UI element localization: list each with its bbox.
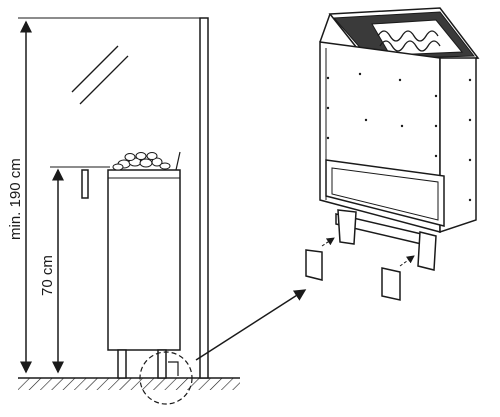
mount-height-label: 70 cm [39,255,56,296]
bracket-arrow-left [321,237,335,247]
side-panel [439,57,477,234]
bracket-arrow-right [399,255,415,267]
heating-elements [377,30,439,42]
floor-hatch [18,378,240,390]
floor-bracket-left [305,249,323,281]
heater-body [107,169,181,351]
heater-leg-left [117,349,127,379]
heater-top-lip [175,151,181,171]
side-view [18,17,240,405]
control-panel [331,167,439,221]
screw-dots [326,72,472,202]
sauna-stones [112,152,171,171]
glass-reflection-1 [71,45,119,93]
detail-arrow [195,289,307,361]
glass-reflection-2 [79,55,129,105]
floor-bracket-right [381,267,401,301]
perspective-view [305,7,480,301]
top-front-edge [319,13,331,43]
wall [199,17,209,379]
heater-leg-right [157,349,167,379]
wall-bracket [81,169,89,199]
foot-right [417,231,437,271]
detail-circle [139,351,193,405]
foot-left [337,209,357,245]
total-height-label: min. 190 cm [7,158,24,240]
floor-bracket [168,361,179,376]
